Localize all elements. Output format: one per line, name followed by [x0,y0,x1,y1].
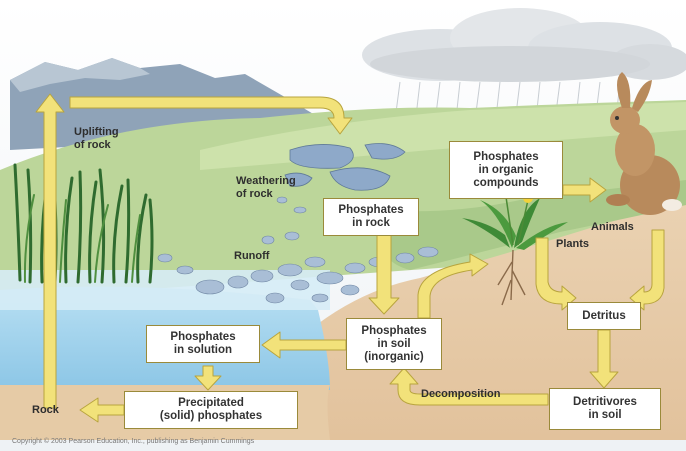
box-phosphates-rock: Phosphates in rock [323,198,419,236]
label-uplifting: Uplifting of rock [74,126,119,152]
label-weathering: Weathering of rock [236,175,296,201]
label-animals: Animals [591,221,634,234]
label-plants: Plants [556,238,589,251]
label-decomposition: Decomposition [421,388,500,401]
box-phosphates-solution: Phosphates in solution [146,325,260,363]
label-runoff: Runoff [234,250,269,263]
label-rock: Rock [32,404,59,417]
box-detritus: Detritus [567,302,641,330]
box-precipitated-phosphates: Precipitated (solid) phosphates [124,391,298,429]
box-phosphates-soil: Phosphates in soil (inorganic) [346,318,442,370]
box-phosphates-organic: Phosphates in organic compounds [449,141,563,199]
copyright-notice: Copyright © 2003 Pearson Education, Inc.… [12,438,254,445]
box-detritivores: Detritivores in soil [549,388,661,430]
